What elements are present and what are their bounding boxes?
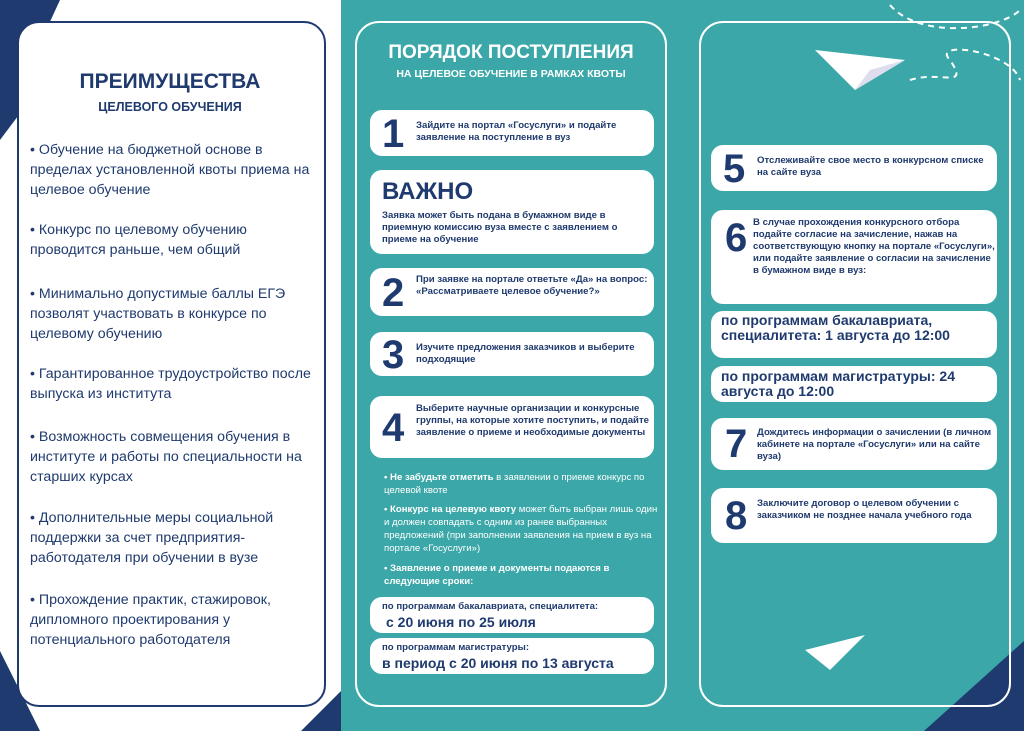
deadline-master-card: по программам магистратуры: в период с 2…	[370, 638, 654, 674]
step-number: 7	[725, 422, 748, 466]
advantage-item: • Конкурс по целевому обучению проводитс…	[30, 222, 247, 258]
advantage-item: • Прохождение практик, стажировок, дипло…	[30, 592, 271, 648]
step-number: 8	[725, 494, 748, 538]
paper-plane-icon	[805, 635, 865, 670]
step-number: 6	[725, 216, 748, 260]
step-number: 5	[723, 147, 746, 191]
step-5-card: 5 Отслеживайте свое место в конкурсном с…	[711, 145, 997, 191]
dashed-trail-decoration	[889, 4, 1021, 81]
note-quota: • Не забудьте отметить в заявлении о при…	[384, 471, 664, 497]
important-title: ВАЖНО	[382, 178, 474, 205]
step-number: 2	[382, 271, 405, 315]
advantages-title: ПРЕИМУЩЕСТВА	[79, 70, 261, 93]
advantages-subtitle: ЦЕЛЕВОГО ОБУЧЕНИЯ	[98, 100, 242, 114]
note-text: может быть выбран лишь один и должен сов…	[384, 504, 658, 554]
paper-plane-icon	[815, 50, 905, 90]
important-card: ВАЖНО Заявка может быть подана в бумажно…	[370, 170, 654, 254]
note-bold: • Не забудьте отметить	[384, 472, 494, 483]
advantages-box	[17, 21, 326, 707]
deadline-label: по программам магистратуры:	[382, 642, 530, 653]
advantage-item: • Гарантированное трудоустройство после …	[30, 366, 311, 402]
step-text: Отслеживайте свое место в конкурсном спи…	[757, 155, 984, 178]
right-frame	[699, 21, 1011, 707]
deadline-value: с 20 июня по 25 июля	[386, 614, 536, 630]
step-text: Зайдите на портал «Госуслуги» и подайте …	[416, 120, 617, 143]
consent-bachelor-card: по программам бакалавриата, специалитета…	[711, 311, 997, 358]
procedure-subtitle: НА ЦЕЛЕВОЕ ОБУЧЕНИЕ В РАМКАХ КВОТЫ	[396, 68, 626, 80]
step-text: Выберите научные организации и конкурсны…	[416, 403, 649, 438]
consent-deadline: по программам бакалавриата, специалитета…	[721, 312, 950, 343]
note-bold: • Конкурс на целевую квоту	[384, 504, 517, 515]
advantage-item: • Обучение на бюджетной основе в предела…	[30, 142, 310, 198]
step-3-card: 3 Изучите предложения заказчиков и выбер…	[370, 332, 654, 376]
middle-frame	[355, 21, 667, 707]
step-number: 1	[382, 112, 405, 156]
deadline-label: по программам бакалавриата, специалитета…	[382, 601, 599, 612]
advantage-item: • Возможность совмещения обучения в инст…	[30, 429, 302, 485]
important-text: Заявка может быть подана в бумажном виде…	[382, 210, 618, 245]
step-text: При заявке на портале ответьте «Да» на в…	[416, 274, 648, 297]
step-number: 3	[382, 333, 405, 377]
step-1-card: 1 Зайдите на портал «Госуслуги» и подайт…	[370, 110, 654, 156]
note-deadlines: • Заявление о приеме и документы подаютс…	[384, 563, 610, 587]
step-6-card: 6 В случае прохождения конкурсного отбор…	[711, 210, 997, 304]
advantage-item: • Дополнительные меры социальной поддерж…	[30, 510, 274, 566]
right-panel	[690, 0, 1024, 731]
step-text: Изучите предложения заказчиков и выберит…	[416, 342, 635, 365]
step-2-card: 2 При заявке на портале ответьте «Да» на…	[370, 268, 654, 316]
step-7-card: 7 Дождитесь информации о зачислении (в л…	[711, 418, 997, 470]
advantage-item: • Минимально допустимые баллы ЕГЭ позвол…	[30, 286, 286, 342]
note-single-choice: • Конкурс на целевую квоту может быть вы…	[384, 503, 664, 555]
step-4-card: 4 Выберите научные организации и конкурс…	[370, 396, 654, 458]
deadline-value: в период с 20 июня по 13 августа	[382, 655, 614, 671]
left-panel: ПРЕИМУЩЕСТВА ЦЕЛЕВОГО ОБУЧЕНИЯ • Обучени…	[0, 0, 341, 731]
step-text: Дождитесь информации о зачислении (в лич…	[757, 427, 992, 462]
step-8-card: 8 Заключите договор о целевом обучении с…	[711, 488, 997, 543]
step-number: 4	[382, 406, 405, 450]
note-text: в заявлении о приеме конкурс по целевой …	[384, 472, 645, 496]
consent-deadline: по программам магистратуры: 24 августа д…	[721, 368, 956, 399]
deadline-bachelor-card: по программам бакалавриата, специалитета…	[370, 597, 654, 633]
step-text: В случае прохождения конкурсного отбора …	[753, 217, 995, 276]
step-text: Заключите договор о целевом обучении с з…	[757, 498, 972, 521]
procedure-title: ПОРЯДОК ПОСТУПЛЕНИЯ	[388, 42, 634, 63]
consent-master-card: по программам магистратуры: 24 августа д…	[711, 366, 997, 402]
